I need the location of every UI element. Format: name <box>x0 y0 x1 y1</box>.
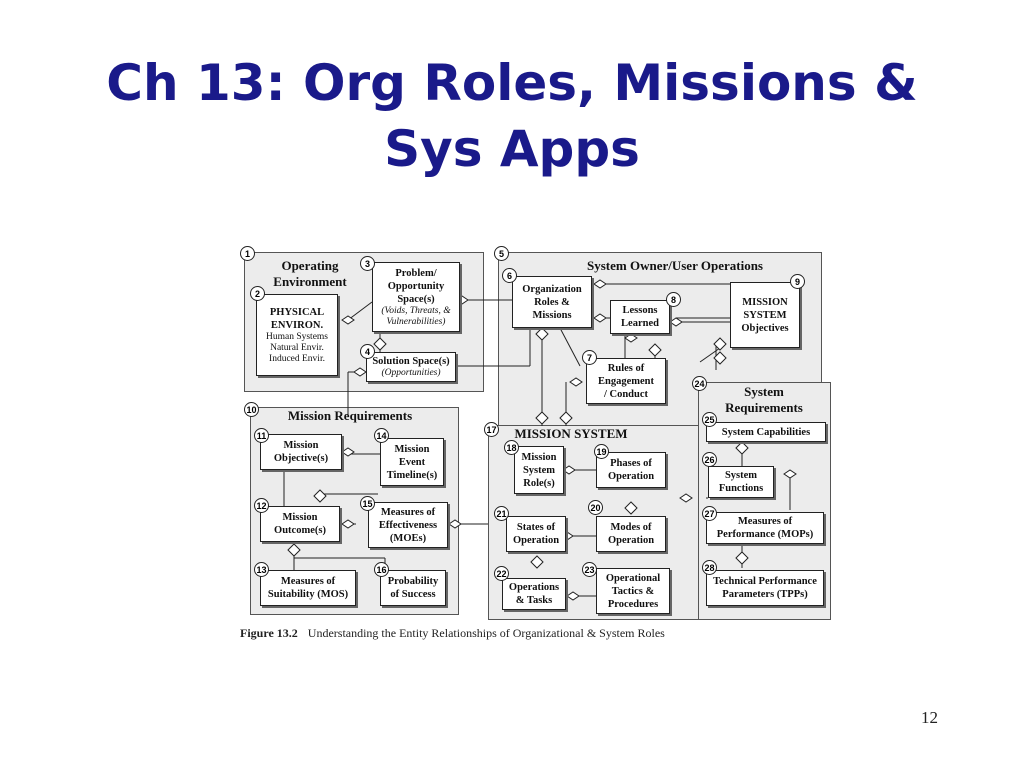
box-lessons-learned: Lessons Learned <box>610 300 670 334</box>
aggregation-diamond <box>287 543 301 557</box>
box-probability-of-success: Probability of Success <box>380 570 446 606</box>
box-organization-roles-missions: Organization Roles & Missions <box>512 276 592 328</box>
box-system-functions: System Functions <box>708 466 774 498</box>
aggregation-diamond <box>713 351 727 365</box>
box-physical-environ: PHYSICAL ENVIRON. Human Systems Natural … <box>256 294 338 376</box>
connector <box>699 347 721 363</box>
heading-mission-requirements: Mission Requirements <box>287 408 413 423</box>
heading-system-requirements: System Requirements <box>725 384 803 415</box>
aggregation-diamond <box>535 411 549 425</box>
aggregation-diamond <box>679 493 693 503</box>
entity-number-badge: 11 <box>254 428 269 443</box>
aggregation-diamond <box>735 441 749 455</box>
entity-number-badge: 4 <box>360 344 375 359</box>
entity-number-badge: 7 <box>582 350 597 365</box>
entity-number-badge: 12 <box>254 498 269 513</box>
entity-number-badge: 20 <box>588 500 603 515</box>
box-states-of-operation: States of Operation <box>506 516 566 552</box>
aggregation-diamond <box>593 313 607 323</box>
aggregation-diamond <box>593 279 607 289</box>
entity-relationship-diagram: Operating Environment System Owner/User … <box>230 240 850 650</box>
aggregation-diamond <box>669 317 683 327</box>
entity-number-badge: 17 <box>484 422 499 437</box>
entity-number-badge: 16 <box>374 562 389 577</box>
aggregation-diamond <box>562 465 576 475</box>
box-system-capabilities: System Capabilities <box>706 422 826 442</box>
box-modes-of-operation: Modes of Operation <box>596 516 666 552</box>
entity-number-badge: 22 <box>494 566 509 581</box>
box-operations-tasks: Operations & Tasks <box>502 578 566 610</box>
box-mission-event-timeline: Mission Event Timeline(s) <box>380 438 444 486</box>
aggregation-diamond <box>341 447 355 457</box>
box-measures-of-performance: Measures of Performance (MOPs) <box>706 512 824 544</box>
box-problem-opportunity-space: Problem/ Opportunity Space(s) (Voids, Th… <box>372 262 460 332</box>
box-measures-of-effectiveness: Measures of Effectiveness (MOEs) <box>368 502 448 548</box>
entity-number-badge: 13 <box>254 562 269 577</box>
entity-number-badge: 21 <box>494 506 509 521</box>
entity-number-badge: 6 <box>502 268 517 283</box>
entity-number-badge: 2 <box>250 286 265 301</box>
aggregation-diamond <box>353 367 367 377</box>
box-operational-tactics-procedures: Operational Tactics & Procedures <box>596 568 670 614</box>
aggregation-diamond <box>648 343 662 357</box>
aggregation-diamond <box>341 519 355 529</box>
box-mission-system-objectives: MISSION SYSTEM Objectives <box>730 282 800 348</box>
entity-number-badge: 14 <box>374 428 389 443</box>
box-phases-of-operation: Phases of Operation <box>596 452 666 488</box>
heading-operating-environment: Operating Environment <box>273 258 347 289</box>
heading-mission-system: MISSION SYSTEM <box>514 426 628 441</box>
entity-number-badge: 25 <box>702 412 717 427</box>
box-mission-system-roles: Mission System Role(s) <box>514 446 564 494</box>
relationship-connectors <box>283 279 797 601</box>
aggregation-diamond <box>713 337 727 351</box>
box-mission-outcomes: Mission Outcome(s) <box>260 506 340 542</box>
entity-number-badge: 27 <box>702 506 717 521</box>
slide-title-line-1: Ch 13: Org Roles, Missions & <box>106 54 918 112</box>
entity-number-badge: 15 <box>360 496 375 511</box>
aggregation-diamond <box>624 501 638 515</box>
box-measures-of-suitability: Measures of Suitability (MOS) <box>260 570 356 606</box>
entity-number-badge: 9 <box>790 274 805 289</box>
box-solution-space: Solution Space(s) (Opportunities) <box>366 352 456 382</box>
figure-caption-text: Understanding the Entity Relationships o… <box>307 626 665 640</box>
aggregation-diamond <box>341 315 355 325</box>
entity-number-badge: 10 <box>244 402 259 417</box>
aggregation-diamond <box>783 469 797 479</box>
figure-caption: Figure 13.2 Understanding the Entity Rela… <box>240 626 665 641</box>
entity-number-badge: 18 <box>504 440 519 455</box>
aggregation-diamond <box>313 489 327 503</box>
aggregation-diamond <box>624 333 638 343</box>
entity-number-badge: 5 <box>494 246 509 261</box>
aggregation-diamond <box>373 337 387 351</box>
page-number: 12 <box>921 708 938 727</box>
slide-title-line-2: Sys Apps <box>384 120 640 178</box>
entity-number-badge: 19 <box>594 444 609 459</box>
connector <box>347 301 373 321</box>
heading-system-owner-user-operations: System Owner/User Operations <box>587 258 763 273</box>
connector <box>559 327 581 367</box>
aggregation-diamond <box>535 327 549 341</box>
aggregation-diamond <box>448 519 462 529</box>
aggregation-diamond <box>530 555 544 569</box>
aggregation-diamond <box>569 377 583 387</box>
entity-number-badge: 28 <box>702 560 717 575</box>
figure-caption-label: Figure 13.2 <box>240 626 298 640</box>
aggregation-diamond <box>735 551 749 565</box>
aggregation-diamond <box>559 411 573 425</box>
entity-number-badge: 24 <box>692 376 707 391</box>
entity-number-badge: 23 <box>582 562 597 577</box>
entity-number-badge: 1 <box>240 246 255 261</box>
entity-number-badge: 26 <box>702 452 717 467</box>
box-technical-performance-parameters: Technical Performance Parameters (TPPs) <box>706 570 824 606</box>
aggregation-diamond <box>566 591 580 601</box>
entity-number-badge: 3 <box>360 256 375 271</box>
entity-number-badge: 8 <box>666 292 681 307</box>
box-mission-objectives: Mission Objective(s) <box>260 434 342 470</box>
box-rules-of-engagement: Rules of Engagement / Conduct <box>586 358 666 404</box>
